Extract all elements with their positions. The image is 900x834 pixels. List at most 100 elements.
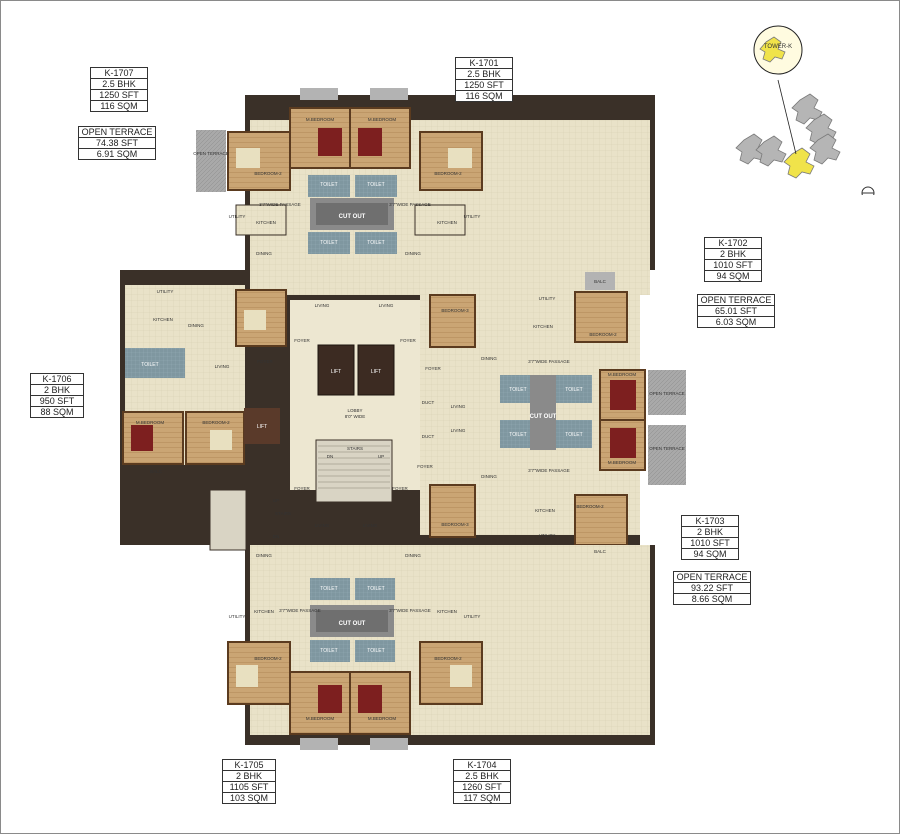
open-terrace-label: OPEN TERRACE: [193, 151, 228, 156]
unit-area-sft: 1250 SFT: [91, 89, 147, 100]
lift-label: LIFT: [331, 369, 341, 375]
unit-k1707-box: K-1707 2.5 BHK 1250 SFT 116 SQM: [90, 67, 148, 112]
terrace-title: OPEN TERRACE: [676, 572, 748, 582]
living-label: LIVING: [215, 364, 230, 369]
unit-type: 2 BHK: [223, 770, 275, 781]
bedroom-2-label: BEDROOM-2: [434, 171, 462, 176]
unit-area-sqm: 116 SQM: [456, 90, 512, 101]
bedroom-3-label: BEDROOM-3: [441, 522, 469, 527]
toilet-label: TOILET: [320, 648, 337, 654]
unit-type: 2.5 BHK: [454, 770, 510, 781]
cut-out-label: CUT OUT: [339, 214, 366, 220]
dining-label: DINING: [405, 553, 421, 558]
kitchen-label: KITCHEN: [437, 609, 457, 614]
stairs-up-label: UP: [273, 498, 279, 503]
passage-label: 3'7"WIDE PASSAGE: [389, 202, 431, 207]
balcony-label: BALC: [594, 279, 607, 284]
duct-label: DUCT: [422, 400, 435, 405]
open-terrace-label: OPEN TERRACE: [649, 446, 684, 451]
living-label: LIVING: [379, 303, 394, 308]
utility-label: UTILITY: [229, 614, 246, 619]
lift-label: LIFT: [257, 424, 267, 430]
lift-label: LIFT: [371, 369, 381, 375]
living-label: LIVING: [315, 303, 330, 308]
tower-callout-icon: [759, 36, 786, 63]
unit-number: K-1706: [42, 374, 72, 384]
cut-out-label: CUT OUT: [339, 621, 366, 627]
lobby-width-label: 8'0" WIDE: [345, 414, 365, 419]
foyer-label: FOYER: [425, 366, 441, 371]
master-bedroom-label: M.BEDROOM: [136, 420, 165, 425]
master-bedroom-label: M.BEDROOM: [306, 117, 335, 122]
unit-area-sft: 1260 SFT: [454, 781, 510, 792]
unit-k1706-box: K-1706 2 BHK 950 SFT 88 SQM: [30, 373, 84, 418]
master-bedroom-label: M.BEDROOM: [608, 460, 637, 465]
passage-label: 3'7"WIDE PASSAGE: [259, 202, 301, 207]
unit-type: 2.5 BHK: [91, 78, 147, 89]
east-wing: [420, 272, 686, 566]
bedroom-2-label: BEDROOM-2: [576, 504, 604, 509]
unit-area-sqm: 94 SQM: [682, 548, 738, 559]
terrace-area-sqm: 6.91 SQM: [79, 148, 155, 159]
kitchen-label: KITCHEN: [254, 609, 274, 614]
duct-label: DUCT: [422, 434, 435, 439]
terrace-area-sft: 65.01 SFT: [698, 305, 774, 316]
utility-label: UTILITY: [464, 614, 481, 619]
kitchen-label: KITCHEN: [535, 508, 555, 513]
toilet-label: TOILET: [320, 586, 337, 592]
west-wing: [122, 285, 287, 465]
dining-label: DINING: [405, 251, 421, 256]
unit-k1702-box: K-1702 2 BHK 1010 SFT 94 SQM: [704, 237, 762, 282]
utility-label: UTILITY: [539, 296, 556, 301]
bedroom-2-label: BEDROOM-2: [589, 332, 617, 337]
unit-number: K-1705: [234, 760, 264, 770]
master-bedroom-label: M.BEDROOM: [368, 716, 397, 721]
passage-label: 3'7"WIDE PASSAGE: [389, 608, 431, 613]
living-label: LIVING: [315, 523, 330, 528]
unit-area-sft: 1250 SFT: [456, 79, 512, 90]
kitchen-label: KITCHEN: [533, 324, 553, 329]
unit-area-sft: 1105 SFT: [223, 781, 275, 792]
passage-label: 3'7"WIDE PASSAGE: [528, 468, 570, 473]
kitchen-label: KITCHEN: [437, 220, 457, 225]
passage-label: 3'7"WIDE PASSAGE: [279, 608, 321, 613]
unit-area-sqm: 88 SQM: [31, 406, 83, 417]
toilet-label: TOILET: [320, 182, 337, 188]
leader-line: [777, 79, 797, 155]
terrace-area-sft: 93.22 SFT: [674, 582, 750, 593]
foyer-label: FOYER: [417, 464, 433, 469]
foyer-label: FOYER: [294, 486, 310, 491]
toilet-label: TOILET: [141, 362, 158, 368]
north-arrow-icon: [861, 186, 875, 195]
living-label: LIVING: [451, 404, 466, 409]
passage-label: 3'7"WIDE PASSAGE: [528, 359, 570, 364]
stairs-up-label: UP: [378, 454, 384, 459]
utility-label: UTILITY: [464, 214, 481, 219]
balcony-label: BALC: [594, 549, 607, 554]
lobby-label: LOBBY: [347, 408, 362, 413]
utility-label: UTILITY: [229, 214, 246, 219]
unit-k1705-box: K-1705 2 BHK 1105 SFT 103 SQM: [222, 759, 276, 804]
dining-label: DINING: [256, 553, 272, 558]
toilet-label: TOILET: [509, 432, 526, 438]
toilet-label: TOILET: [565, 432, 582, 438]
terrace-area-sqm: 6.03 SQM: [698, 316, 774, 327]
highlighted-tower-icon: [783, 147, 815, 179]
toilet-label: TOILET: [565, 387, 582, 393]
terrace-k1707-box: OPEN TERRACE 74.38 SFT 6.91 SQM: [78, 126, 156, 160]
terrace-k1703-box: OPEN TERRACE 93.22 SFT 8.66 SQM: [673, 571, 751, 605]
unit-area-sft: 1010 SFT: [682, 537, 738, 548]
open-terrace-label: OPEN TERRACE: [649, 391, 684, 396]
bedroom-3-label: BEDROOM-3: [441, 308, 469, 313]
bedroom-2-label: BEDROOM-2: [202, 420, 230, 425]
key-map: TOWER-K: [735, 25, 875, 195]
toilet-label: TOILET: [367, 648, 384, 654]
unit-area-sqm: 103 SQM: [223, 792, 275, 803]
utility-label: UTILITY: [157, 289, 174, 294]
toilet-label: TOILET: [320, 240, 337, 246]
cut-out-label: CUT OUT: [530, 414, 557, 420]
terrace-area-sft: 74.38 SFT: [79, 137, 155, 148]
unit-type: 2 BHK: [682, 526, 738, 537]
dining-label: DINING: [256, 251, 272, 256]
toilet-label: TOILET: [367, 240, 384, 246]
